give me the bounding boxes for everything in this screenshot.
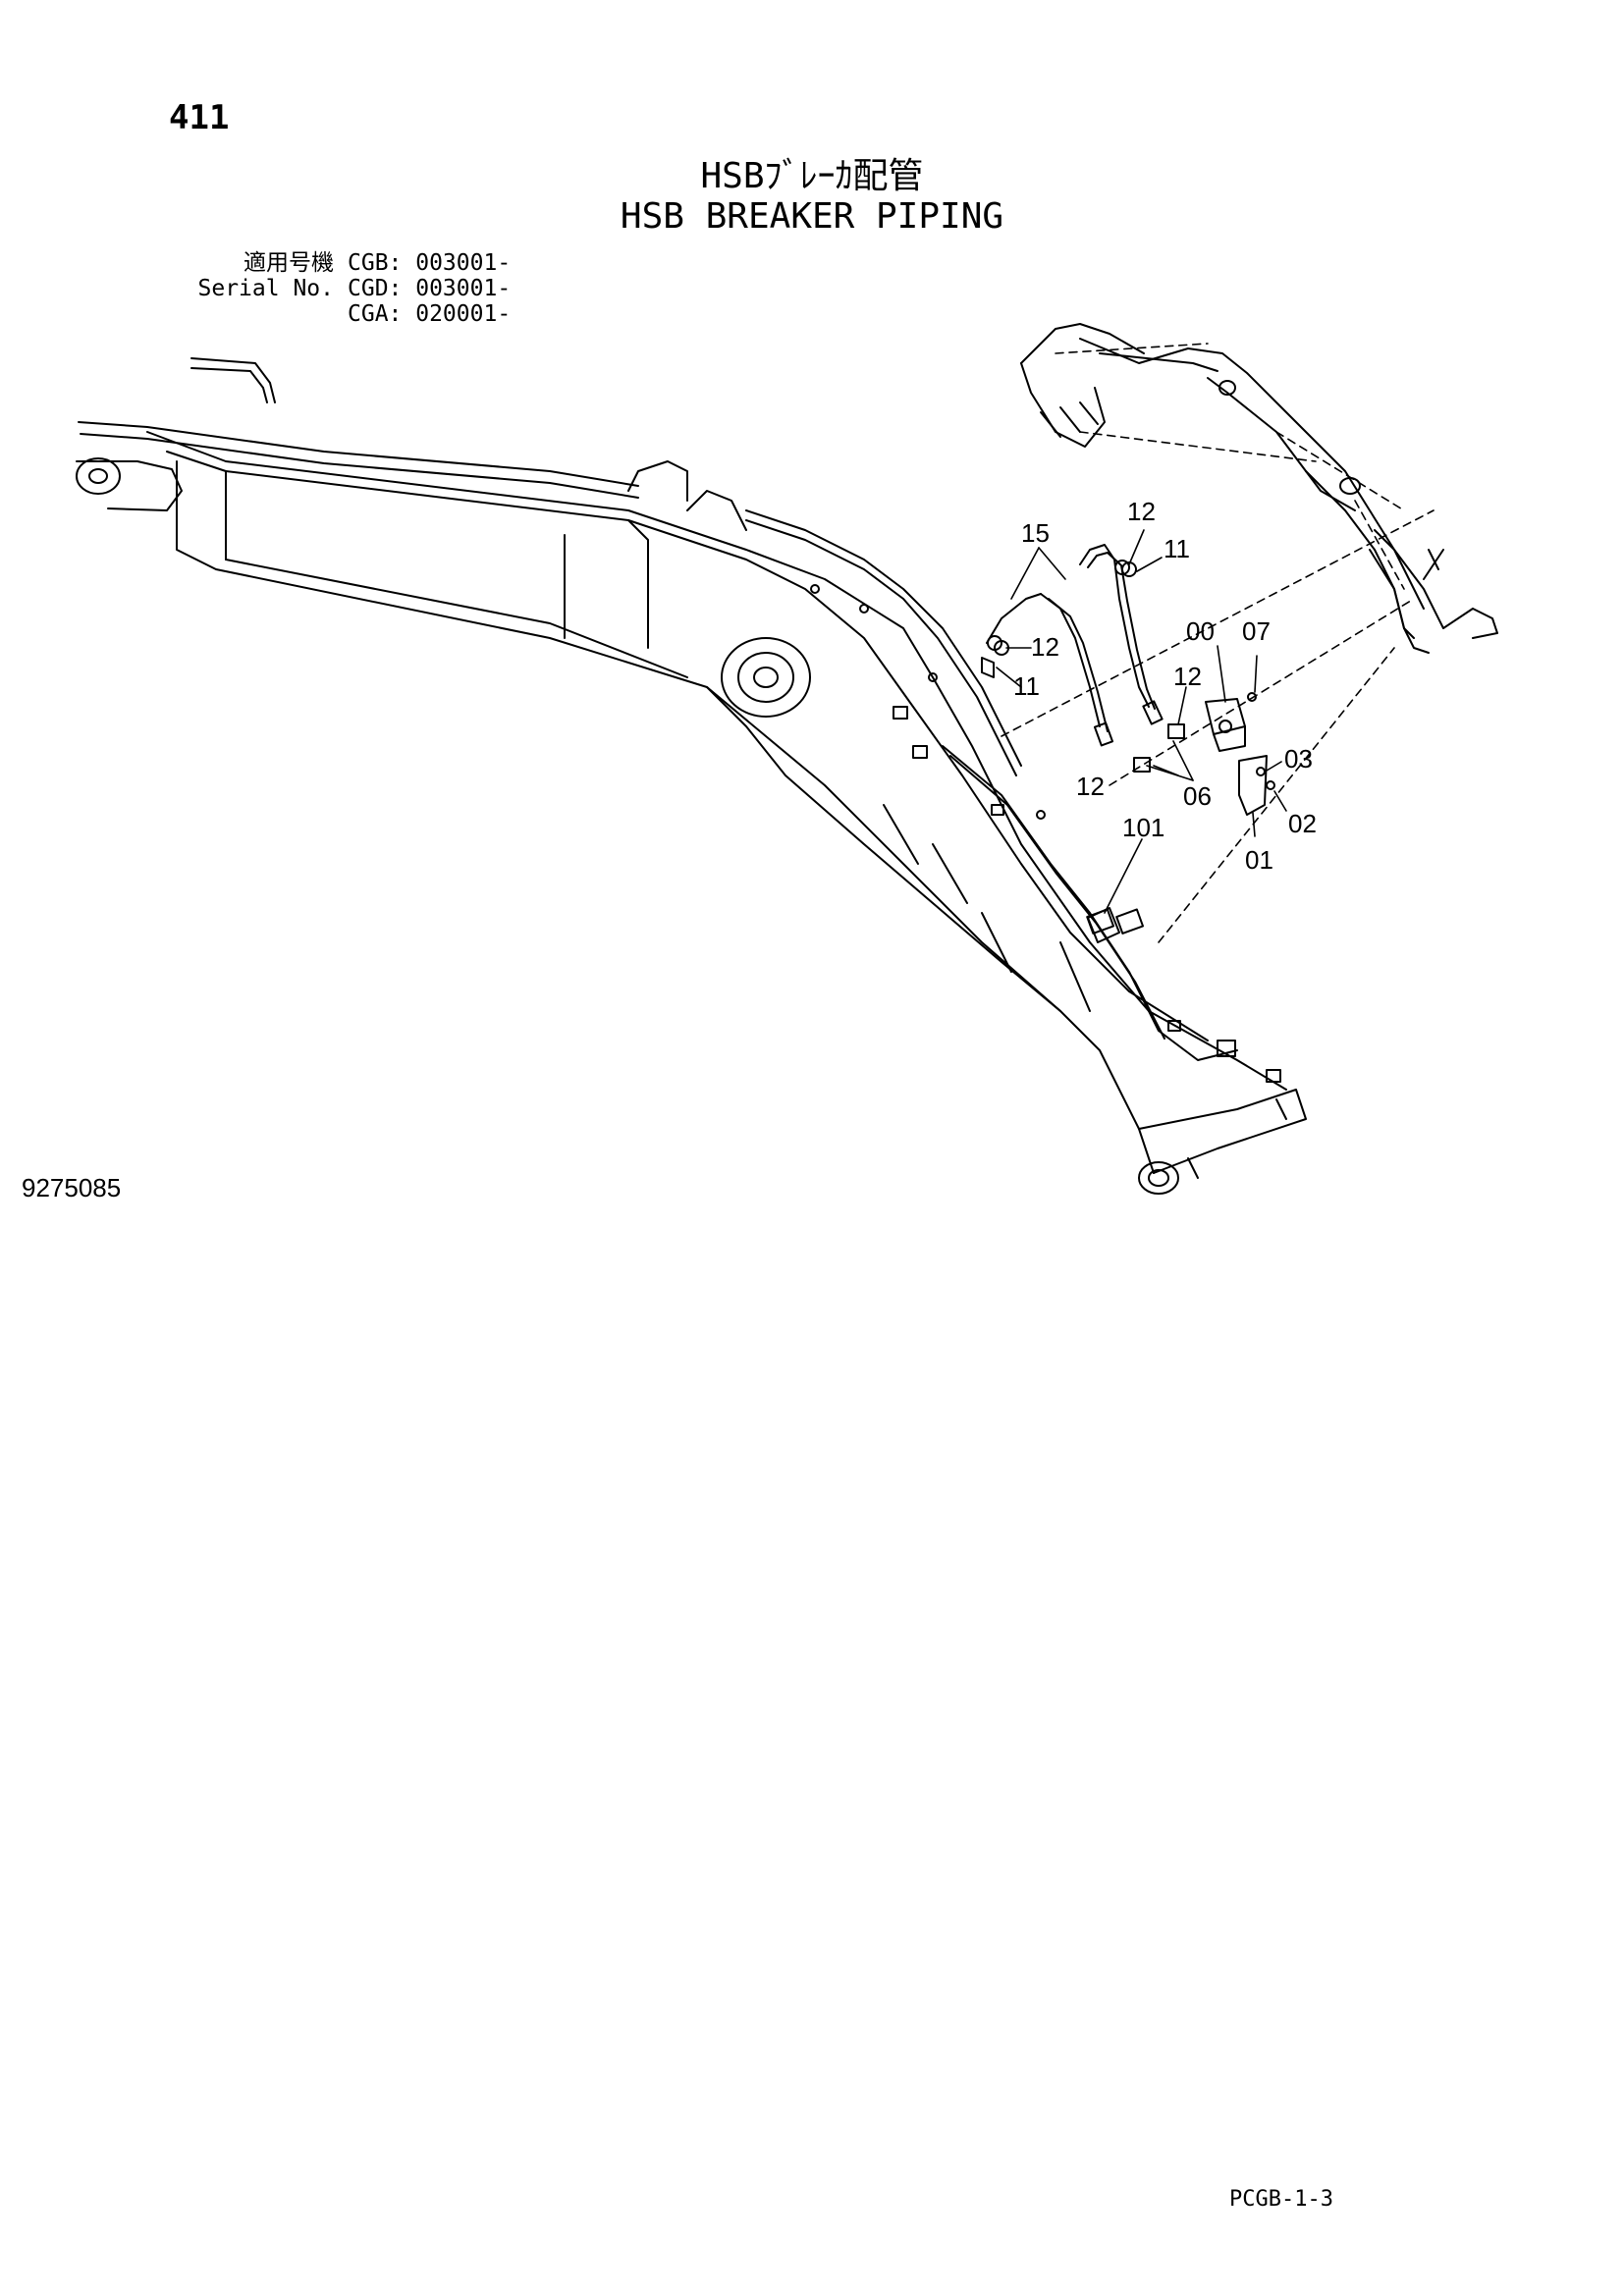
hoses-drawing xyxy=(981,544,1275,943)
figure-number: 9275085 xyxy=(22,1173,122,1202)
locator-inset-drawing xyxy=(1020,323,1498,654)
title-japanese: HSBﾌﾞﾚｰｶ配管 xyxy=(700,156,924,196)
callout-06: 06 xyxy=(1183,781,1212,811)
callout-01: 01 xyxy=(1245,845,1273,875)
page-number: 411 xyxy=(169,98,230,137)
title-english: HSB BREAKER PIPING xyxy=(620,196,1004,237)
serial-entry: CGD: 003001- xyxy=(348,276,512,301)
serial-entry: CGB: 003001- xyxy=(348,250,512,276)
serial-label-en: Serial No. xyxy=(197,276,334,301)
serial-number-block: 適用号機 CGB: 003001- Serial No. CGD: 003001… xyxy=(147,250,512,327)
callout-12: 12 xyxy=(1076,772,1105,801)
boom-drawing xyxy=(76,357,1307,1195)
leader-lines xyxy=(996,529,1287,914)
callout-00: 00 xyxy=(1186,616,1215,646)
callout-12: 12 xyxy=(1031,632,1059,662)
callout-03: 03 xyxy=(1284,744,1313,774)
callout-15: 15 xyxy=(1021,518,1050,548)
callout-11: 11 xyxy=(1164,534,1190,563)
callout-labels: 15 12 11 12 11 00 07 12 03 12 06 02 101 … xyxy=(1013,497,1317,875)
callout-101: 101 xyxy=(1122,813,1164,842)
callout-02: 02 xyxy=(1288,809,1317,838)
callout-12: 12 xyxy=(1127,497,1156,526)
callout-12: 12 xyxy=(1173,662,1202,691)
callout-11: 11 xyxy=(1013,671,1040,701)
page-code: PCGB-1-3 xyxy=(1229,2187,1333,2212)
serial-entry: CGA: 020001- xyxy=(348,301,512,327)
serial-label-ja: 適用号機 xyxy=(244,250,334,276)
callout-07: 07 xyxy=(1242,616,1271,646)
